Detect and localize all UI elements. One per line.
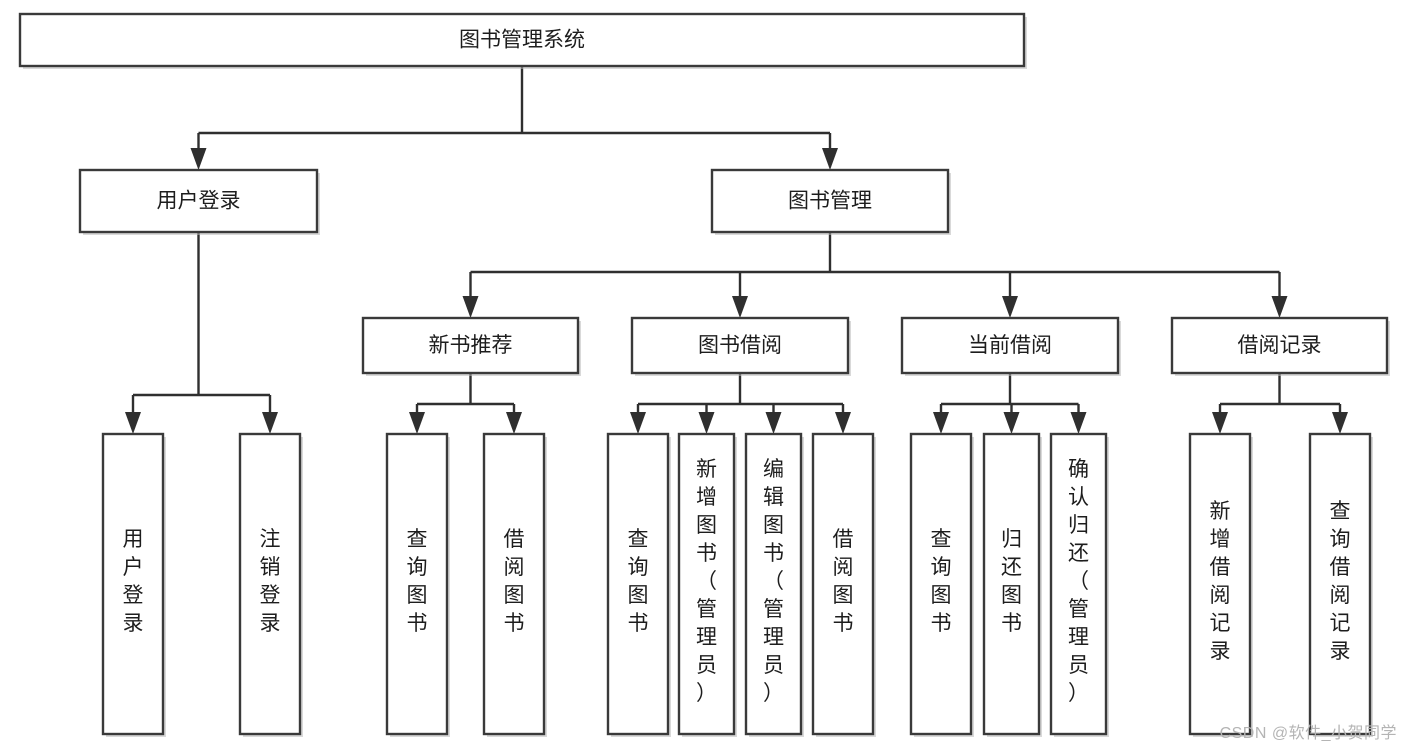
node-label: 注销登录 [260, 528, 281, 635]
node-label: 归还图书 [1001, 528, 1022, 635]
connector-arrow [822, 133, 838, 170]
node-rect [900, 316, 1120, 375]
node-leaf-return-book[interactable]: 归还图书 [982, 432, 1042, 737]
node-rect [1308, 432, 1372, 736]
connector-arrow [698, 404, 715, 434]
node-new-book-recommendation[interactable]: 新书推荐 [361, 316, 581, 376]
csdn-watermark: CSDN @软件_小贺同学 [1219, 725, 1397, 742]
node-leaf-confirm-return[interactable]: 确认归还（管理员） [1049, 432, 1109, 737]
node-label: 借阅记录 [1238, 334, 1322, 357]
node-rect [744, 432, 803, 736]
connector-layer [125, 66, 1348, 434]
node-user-login[interactable]: 用户登录 [78, 168, 320, 235]
node-leaf-user-login[interactable]: 用户登录 [101, 432, 166, 737]
node-label: 当前借阅 [968, 334, 1052, 357]
node-book-management[interactable]: 图书管理 [710, 168, 951, 235]
connector-arrow [1002, 272, 1018, 318]
node-label: 编辑图书（管理员） [763, 458, 784, 705]
node-label: 查询图书 [931, 528, 952, 635]
node-label: 用户登录 [123, 528, 144, 635]
connector-arrow [125, 395, 141, 434]
node-label: 新增图书（管理员） [696, 458, 717, 705]
connector-arrow [462, 272, 479, 318]
connector-arrow [732, 272, 748, 318]
node-rect [677, 432, 736, 736]
node-label: 新书推荐 [429, 334, 513, 357]
node-leaf-query-book-1[interactable]: 查询图书 [385, 432, 450, 737]
node-label: 用户登录 [157, 190, 241, 213]
node-rect [982, 432, 1041, 736]
connector-arrow [1271, 272, 1288, 318]
node-borrow-record[interactable]: 借阅记录 [1170, 316, 1390, 376]
connector-arrow [1212, 404, 1228, 434]
node-leaf-logout[interactable]: 注销登录 [238, 432, 303, 737]
node-layer: 图书管理系统用户登录图书管理新书推荐图书借阅当前借阅借阅记录用户登录注销登录查询… [18, 12, 1390, 737]
node-rect [361, 316, 580, 375]
node-rect [385, 432, 449, 736]
node-label: 查询借阅记录 [1330, 500, 1351, 663]
node-rect [1188, 432, 1252, 736]
node-rect [18, 12, 1026, 68]
node-leaf-add-book[interactable]: 新增图书（管理员） [677, 432, 737, 737]
node-rect [238, 432, 302, 736]
node-rect [78, 168, 319, 234]
node-leaf-query-book-2[interactable]: 查询图书 [606, 432, 671, 737]
node-label: 图书管理 [788, 190, 872, 213]
node-rect [630, 316, 850, 375]
node-rect [1049, 432, 1108, 736]
connector-arrow [1070, 404, 1087, 434]
node-current-borrow[interactable]: 当前借阅 [900, 316, 1121, 376]
node-book-borrow[interactable]: 图书借阅 [630, 316, 851, 376]
connector-arrow [409, 404, 425, 434]
node-leaf-add-borrow-record[interactable]: 新增借阅记录 [1188, 432, 1253, 737]
connector-arrow [630, 404, 646, 434]
node-rect [101, 432, 165, 736]
node-root[interactable]: 图书管理系统 [18, 12, 1027, 69]
node-label: 借阅图书 [833, 528, 854, 635]
node-label: 确认归还（管理员） [1068, 458, 1089, 705]
node-rect [1170, 316, 1389, 375]
node-rect [710, 168, 950, 234]
node-rect [811, 432, 875, 736]
node-label: 查询图书 [628, 528, 649, 635]
node-rect [909, 432, 973, 736]
connector-arrow [1332, 404, 1348, 434]
node-leaf-edit-book[interactable]: 编辑图书（管理员） [744, 432, 804, 737]
connector-arrow [933, 404, 949, 434]
node-rect [606, 432, 670, 736]
connector-arrow [262, 395, 278, 434]
node-label: 查询图书 [407, 528, 428, 635]
node-leaf-query-borrow-record[interactable]: 查询借阅记录 [1308, 432, 1373, 737]
connector-arrow [765, 404, 782, 434]
node-label: 图书借阅 [698, 334, 782, 357]
connector-arrow [1003, 404, 1020, 434]
connector-arrow [835, 404, 851, 434]
node-leaf-query-book-3[interactable]: 查询图书 [909, 432, 974, 737]
node-leaf-borrow-book-2[interactable]: 借阅图书 [811, 432, 876, 737]
connector-arrow [506, 404, 522, 434]
node-leaf-borrow-book-1[interactable]: 借阅图书 [482, 432, 547, 737]
node-label: 新增借阅记录 [1210, 500, 1231, 663]
node-label: 借阅图书 [504, 528, 525, 635]
connector-arrow [190, 133, 207, 170]
node-rect [482, 432, 546, 736]
node-label: 图书管理系统 [459, 29, 585, 52]
